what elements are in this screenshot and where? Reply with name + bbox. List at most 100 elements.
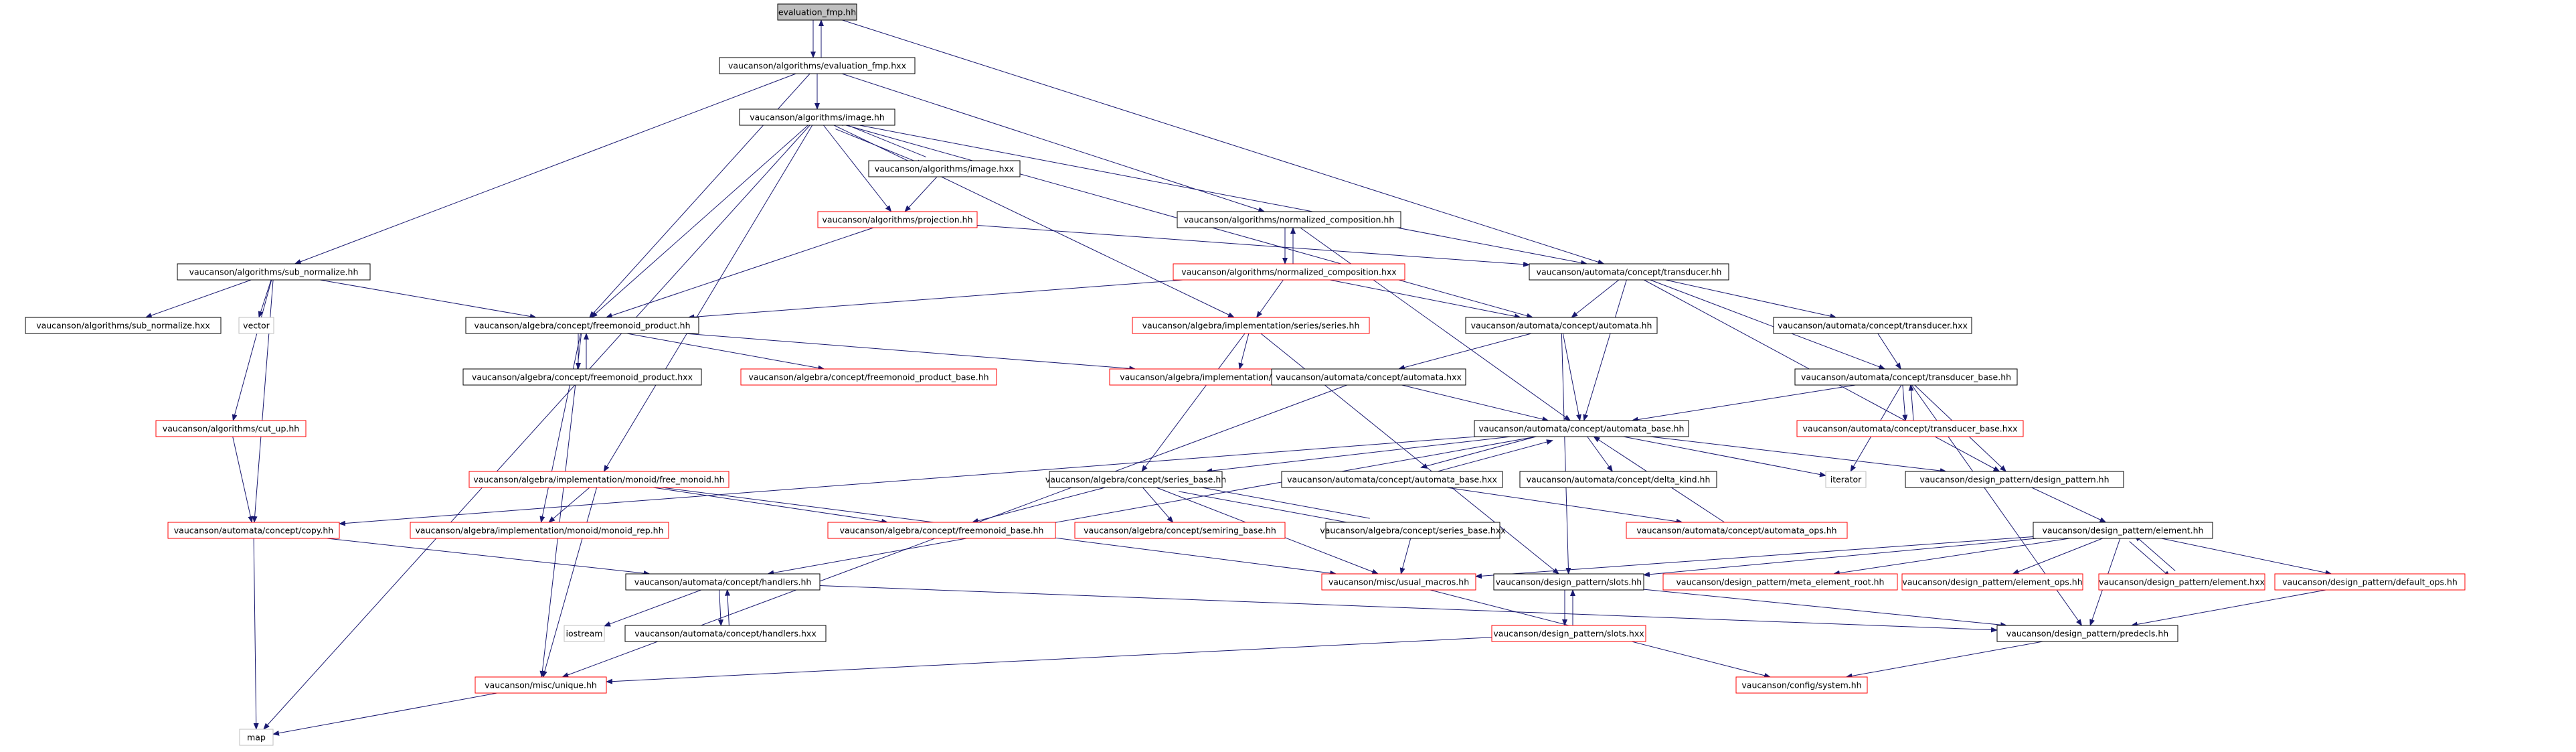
node-freemonoid-product-hxx[interactable]: vaucanson/algebra/concept/freemonoid_pro… bbox=[462, 368, 702, 386]
node-automata-ops-hh[interactable]: vaucanson/automata/concept/automata_ops.… bbox=[1626, 522, 1848, 539]
node-free-monoid-hh[interactable]: vaucanson/algebra/implementation/monoid/… bbox=[468, 471, 729, 488]
edge-automata_base_hxx-to-automata_ops_hh bbox=[1446, 487, 1683, 524]
node-freemonoid-product-hh[interactable]: vaucanson/algebra/concept/freemonoid_pro… bbox=[465, 317, 699, 334]
node-automata-hxx[interactable]: vaucanson/automata/concept/automata.hxx bbox=[1271, 368, 1466, 386]
node-predecls-hh[interactable]: vaucanson/design_pattern/predecls.hh bbox=[1996, 625, 2178, 642]
node-iterator[interactable]: iterator bbox=[1825, 471, 1867, 488]
node-monoid-rep-hh[interactable]: vaucanson/algebra/implementation/monoid/… bbox=[410, 522, 669, 539]
node-map[interactable]: map bbox=[239, 729, 274, 746]
node-series-base-hh[interactable]: vaucanson/algebra/concept/series_base.hh bbox=[1045, 471, 1226, 488]
node-automata-hh[interactable]: vaucanson/automata/concept/automata.hh bbox=[1465, 317, 1658, 334]
edge-image_hh-to-freemonoid_product_hh bbox=[590, 125, 808, 318]
node-semiring-base-hh[interactable]: vaucanson/algebra/concept/semiring_base.… bbox=[1074, 522, 1286, 539]
node-handlers-hh[interactable]: vaucanson/automata/concept/handlers.hh bbox=[625, 573, 821, 591]
edge-series_hh-to-series_base_hh bbox=[1141, 333, 1246, 472]
node-box bbox=[465, 317, 699, 334]
node-default-ops-hh[interactable]: vaucanson/design_pattern/default_ops.hh bbox=[2274, 573, 2466, 591]
node-label: iostream bbox=[566, 629, 603, 639]
edge-normalized_composition_hxx-to-series_hh bbox=[1256, 279, 1284, 318]
node-normalized-composition-hh[interactable]: vaucanson/algorithms/normalized_composit… bbox=[1177, 211, 1401, 228]
edge-transducer_base_hh-to-transducer_base_hxx bbox=[1902, 385, 1908, 422]
node-label: vaucanson/design_pattern/meta_element_ro… bbox=[1677, 577, 1885, 587]
node-label: vaucanson/automata/concept/handlers.hh bbox=[634, 577, 812, 587]
node-element-hxx[interactable]: vaucanson/design_pattern/element.hxx bbox=[2098, 573, 2265, 591]
node-automata-base-hxx[interactable]: vaucanson/automata/concept/automata_base… bbox=[1281, 471, 1503, 488]
node-design-pattern-hh[interactable]: vaucanson/design_pattern/design_pattern.… bbox=[1905, 471, 2124, 488]
node-transducer-base-hh[interactable]: vaucanson/automata/concept/transducer_ba… bbox=[1794, 368, 2018, 386]
node-freemonoid-product-base-hh[interactable]: vaucanson/algebra/concept/freemonoid_pro… bbox=[740, 368, 997, 386]
node-transducer-hh[interactable]: vaucanson/automata/concept/transducer.hh bbox=[1529, 263, 1729, 281]
node-freemonoid-base-hh[interactable]: vaucanson/algebra/concept/freemonoid_bas… bbox=[827, 522, 1056, 539]
node-label: vaucanson/algorithms/sub_normalize.hh bbox=[189, 267, 359, 277]
node-box bbox=[468, 471, 729, 488]
node-normalized-composition-hxx[interactable]: vaucanson/algorithms/normalized_composit… bbox=[1173, 263, 1405, 281]
node-copy-hh[interactable]: vaucanson/automata/concept/copy.hh bbox=[167, 522, 340, 539]
node-element-ops-hh[interactable]: vaucanson/design_pattern/element_ops.hh bbox=[1901, 573, 2083, 591]
edge-freemonoid_product_hh-to-monoid_rep_hh bbox=[539, 333, 581, 523]
node-vector[interactable]: vector bbox=[238, 317, 274, 334]
node-box bbox=[1901, 573, 2083, 591]
node-unique-hh[interactable]: vaucanson/misc/unique.hh bbox=[475, 676, 607, 694]
node-projection-hh[interactable]: vaucanson/algorithms/projection.hh bbox=[817, 211, 978, 228]
edge-handlers_hxx-to-handlers_hh bbox=[725, 589, 731, 625]
edge-freemonoid_product_hh-to-unique_hh bbox=[539, 333, 582, 678]
node-box bbox=[25, 317, 222, 334]
edge-slots_hxx-to-unique_hh bbox=[606, 637, 1492, 684]
node-slots-hxx[interactable]: vaucanson/design_pattern/slots.hxx bbox=[1491, 625, 1646, 642]
node-image-hh[interactable]: vaucanson/algorithms/image.hh bbox=[739, 108, 895, 126]
node-box bbox=[1773, 317, 1972, 334]
edge-automata_hxx-to-automata_base_hh bbox=[1401, 384, 1549, 422]
node-box bbox=[1796, 420, 2024, 437]
node-series-hh[interactable]: vaucanson/algebra/implementation/series/… bbox=[1132, 317, 1370, 334]
edge-copy_hh-to-map bbox=[253, 538, 259, 730]
node-box bbox=[239, 729, 274, 746]
node-box bbox=[1173, 263, 1405, 281]
node-image-hxx[interactable]: vaucanson/algorithms/image.hxx bbox=[868, 160, 1021, 177]
node-slots-hh[interactable]: vaucanson/design_pattern/slots.hh bbox=[1493, 573, 1644, 591]
edge-sub_normalize_hh-to-copy_hh bbox=[252, 279, 274, 523]
node-box bbox=[155, 420, 307, 437]
edge-element_hh-to-element_hxx bbox=[2129, 541, 2171, 578]
node-evaluation-fmp-hh[interactable]: evaluation_fmp.hh bbox=[777, 3, 857, 21]
node-box bbox=[1626, 522, 1848, 539]
node-label: iterator bbox=[1830, 475, 1862, 485]
edge-transducer_base_hxx-to-transducer_base_hh bbox=[1908, 384, 1914, 421]
node-label: vaucanson/automata/concept/transducer.hx… bbox=[1778, 321, 1968, 331]
node-sub-normalize-hxx[interactable]: vaucanson/algorithms/sub_normalize.hxx bbox=[25, 317, 222, 334]
node-label: vaucanson/algebra/concept/freemonoid_pro… bbox=[748, 372, 989, 382]
node-box bbox=[1662, 573, 1898, 591]
node-element-hh[interactable]: vaucanson/design_pattern/element.hh bbox=[2033, 522, 2213, 539]
edge-series_base_hh-to-series_base_hxx bbox=[1179, 491, 1369, 528]
node-box bbox=[462, 368, 702, 386]
node-label: vaucanson/misc/usual_macros.hh bbox=[1328, 577, 1469, 587]
node-box bbox=[238, 317, 274, 334]
node-label: map bbox=[247, 733, 266, 743]
node-box bbox=[2098, 573, 2265, 591]
node-meta-element-root-hh[interactable]: vaucanson/design_pattern/meta_element_ro… bbox=[1662, 573, 1898, 591]
node-cut-up-hh[interactable]: vaucanson/algorithms/cut_up.hh bbox=[155, 420, 307, 437]
node-delta-kind-hh[interactable]: vaucanson/automata/concept/delta_kind.hh bbox=[1519, 471, 1717, 488]
node-system-hh[interactable]: vaucanson/config/system.hh bbox=[1735, 676, 1868, 694]
nodes-layer: evaluation_fmp.hh vaucanson/algorithms/ev… bbox=[25, 3, 2466, 746]
node-transducer-hxx[interactable]: vaucanson/automata/concept/transducer.hx… bbox=[1773, 317, 1972, 334]
node-box bbox=[1074, 522, 1286, 539]
node-evaluation-fmp-hxx[interactable]: vaucanson/algorithms/evaluation_fmp.hxx bbox=[719, 57, 916, 74]
node-series-base-hxx[interactable]: vaucanson/algebra/concept/series_base.hx… bbox=[1320, 522, 1506, 539]
node-iostream[interactable]: iostream bbox=[564, 625, 605, 642]
edge-automata_base_hh-to-iterator bbox=[1623, 436, 1826, 477]
node-sub-normalize-hh[interactable]: vaucanson/algorithms/sub_normalize.hh bbox=[177, 263, 371, 281]
edge-handlers_hh-to-iostream bbox=[604, 589, 701, 627]
node-usual-macros-hh[interactable]: vaucanson/misc/usual_macros.hh bbox=[1321, 573, 1476, 591]
node-label: vaucanson/automata/concept/handlers.hxx bbox=[634, 629, 816, 639]
node-label: vaucanson/design_pattern/design_pattern.… bbox=[1919, 475, 2109, 485]
node-automata-base-hh[interactable]: vaucanson/automata/concept/automata_base… bbox=[1474, 420, 1689, 437]
node-label: vaucanson/automata/concept/automata_base… bbox=[1287, 475, 1497, 485]
edge-element_hh-to-slots_hh bbox=[1643, 538, 2037, 577]
edge-freemonoid_product_hh-to-freemonoid_product_base_hh bbox=[626, 333, 825, 371]
node-handlers-hxx[interactable]: vaucanson/automata/concept/handlers.hxx bbox=[624, 625, 827, 642]
node-transducer-base-hxx[interactable]: vaucanson/automata/concept/transducer_ba… bbox=[1796, 420, 2024, 437]
edge-freemonoid_product_hh-to-series_rep_hh bbox=[684, 333, 1136, 372]
edge-image_hh-to-series_hh bbox=[833, 125, 1235, 318]
edge-automata_hh-to-automata_base_hh bbox=[1562, 333, 1581, 421]
